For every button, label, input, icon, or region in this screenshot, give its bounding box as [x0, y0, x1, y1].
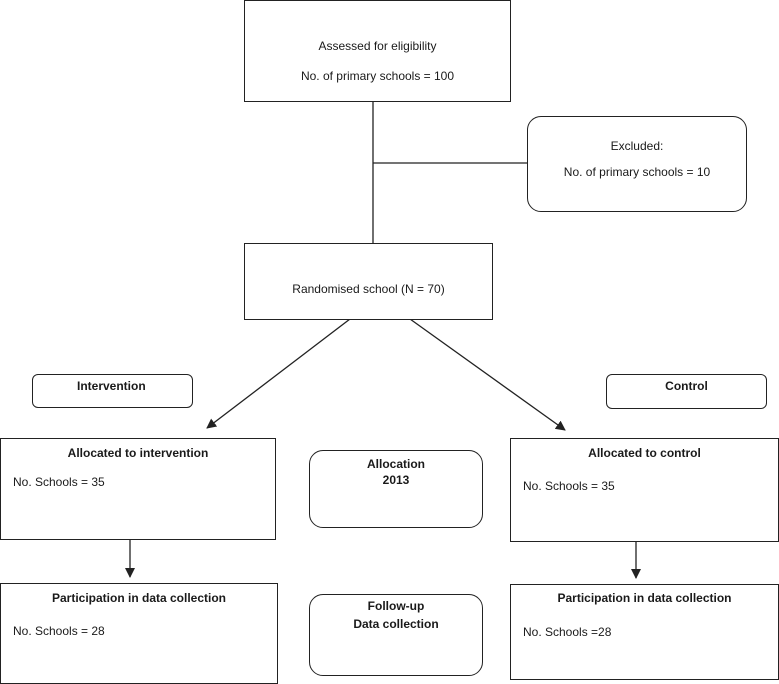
intervention-allocated-title: Allocated to intervention — [67, 446, 209, 460]
control-participation-count: No. Schools =28 — [523, 625, 612, 639]
intervention-allocated-box: Allocated to intervention No. Schools = … — [0, 438, 276, 540]
eligibility-title: Assessed for eligibility — [318, 39, 437, 53]
allocation-label: Allocation — [366, 457, 425, 471]
excluded-box: Excluded: No. of primary schools = 10 — [527, 116, 747, 212]
randomised-label: Randomised school (N = 70) — [292, 282, 445, 296]
control-participation-title: Participation in data collection — [557, 591, 732, 605]
control-participation-box: Participation in data collection No. Sch… — [510, 584, 779, 680]
eligibility-box: Assessed for eligibility No. of primary … — [244, 0, 511, 102]
intervention-participation-count: No. Schools = 28 — [13, 624, 105, 638]
control-label: Control — [665, 379, 708, 393]
control-label-box: Control — [606, 374, 767, 409]
control-allocated-title: Allocated to control — [588, 446, 701, 460]
followup-line1: Follow-up — [367, 599, 425, 613]
excluded-count: No. of primary schools = 10 — [563, 165, 711, 179]
followup-line2: Data collection — [353, 617, 439, 631]
intervention-participation-box: Participation in data collection No. Sch… — [0, 583, 278, 684]
intervention-allocated-count: No. Schools = 35 — [13, 475, 105, 489]
control-allocated-box: Allocated to control No. Schools = 35 — [510, 438, 779, 542]
allocation-stage-box: Allocation 2013 — [309, 450, 483, 528]
intervention-label: Intervention — [77, 379, 146, 393]
followup-stage-box: Follow-up Data collection — [309, 594, 483, 676]
randomised-box: Randomised school (N = 70) — [244, 243, 493, 320]
arrow-to-control — [409, 318, 566, 431]
allocation-year: 2013 — [382, 473, 410, 487]
control-allocated-count: No. Schools = 35 — [523, 479, 615, 493]
excluded-title: Excluded: — [610, 139, 664, 153]
intervention-participation-title: Participation in data collection — [51, 591, 227, 605]
arrow-to-intervention — [206, 318, 351, 429]
intervention-label-box: Intervention — [32, 374, 193, 408]
eligibility-count: No. of primary schools = 100 — [300, 69, 455, 83]
